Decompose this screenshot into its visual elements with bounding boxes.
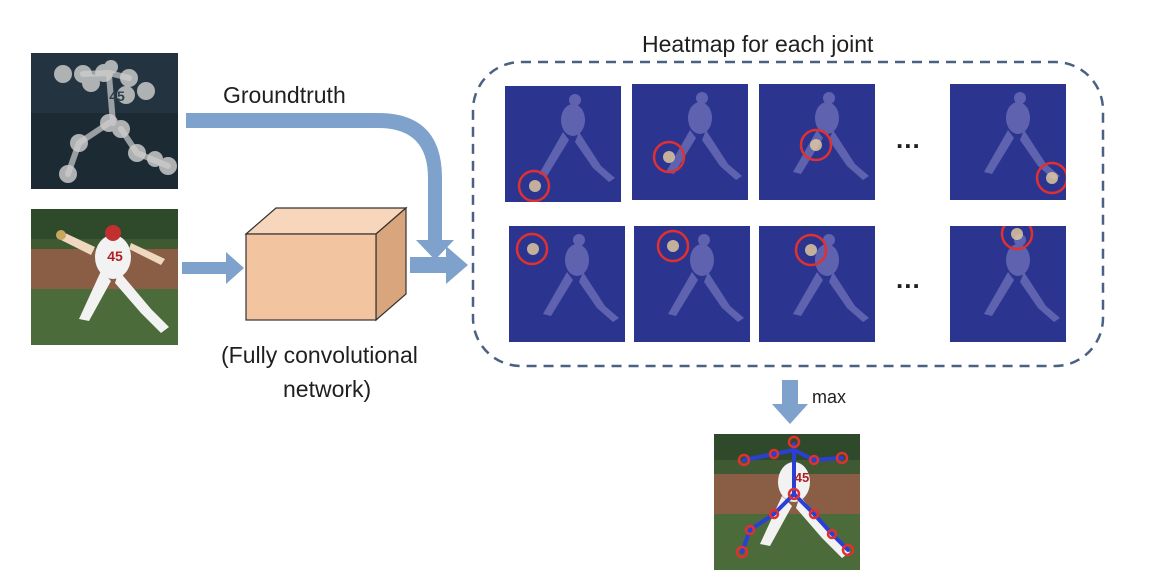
fcn-label: FCN <box>282 262 344 295</box>
heatmap-title: Heatmap for each joint <box>642 31 874 57</box>
ellipsis-row1: ... <box>896 124 921 154</box>
heatmap-row2-3 <box>759 226 875 342</box>
fcn-caption-line2: network) <box>283 376 372 402</box>
output-jersey-number: 45 <box>795 470 809 485</box>
arrow-max <box>772 380 808 424</box>
arrow-fcn-to-heatmaps <box>410 246 468 284</box>
groundtruth-label: Groundtruth <box>223 82 346 108</box>
joint-markers <box>735 435 855 559</box>
input-photo: 45 <box>31 209 178 345</box>
groundtruth-jersey-number: 45 <box>109 88 125 104</box>
ellipsis-row2: ... <box>896 264 921 294</box>
heatmap-row1-2 <box>632 84 748 200</box>
arrow-input-to-fcn <box>182 252 244 284</box>
arrow-groundtruth <box>186 113 454 260</box>
fcn-box-top <box>244 207 408 235</box>
fcn-caption-line1: (Fully convolutional <box>221 342 418 368</box>
output-pose-image: 45 <box>714 434 860 570</box>
groundtruth-pose-image: 45 <box>31 53 178 189</box>
max-label: max <box>812 387 847 407</box>
heatmap-row1-1 <box>505 86 621 202</box>
heatmap-row1-3 <box>759 84 875 200</box>
heatmap-row2-last <box>950 226 1066 342</box>
input-jersey-number: 45 <box>107 248 123 264</box>
heatmap-row2-2 <box>634 226 750 342</box>
heatmap-row2-1 <box>509 226 625 342</box>
heatmap-row1-last <box>950 84 1066 200</box>
fcn-box-side <box>375 206 407 322</box>
